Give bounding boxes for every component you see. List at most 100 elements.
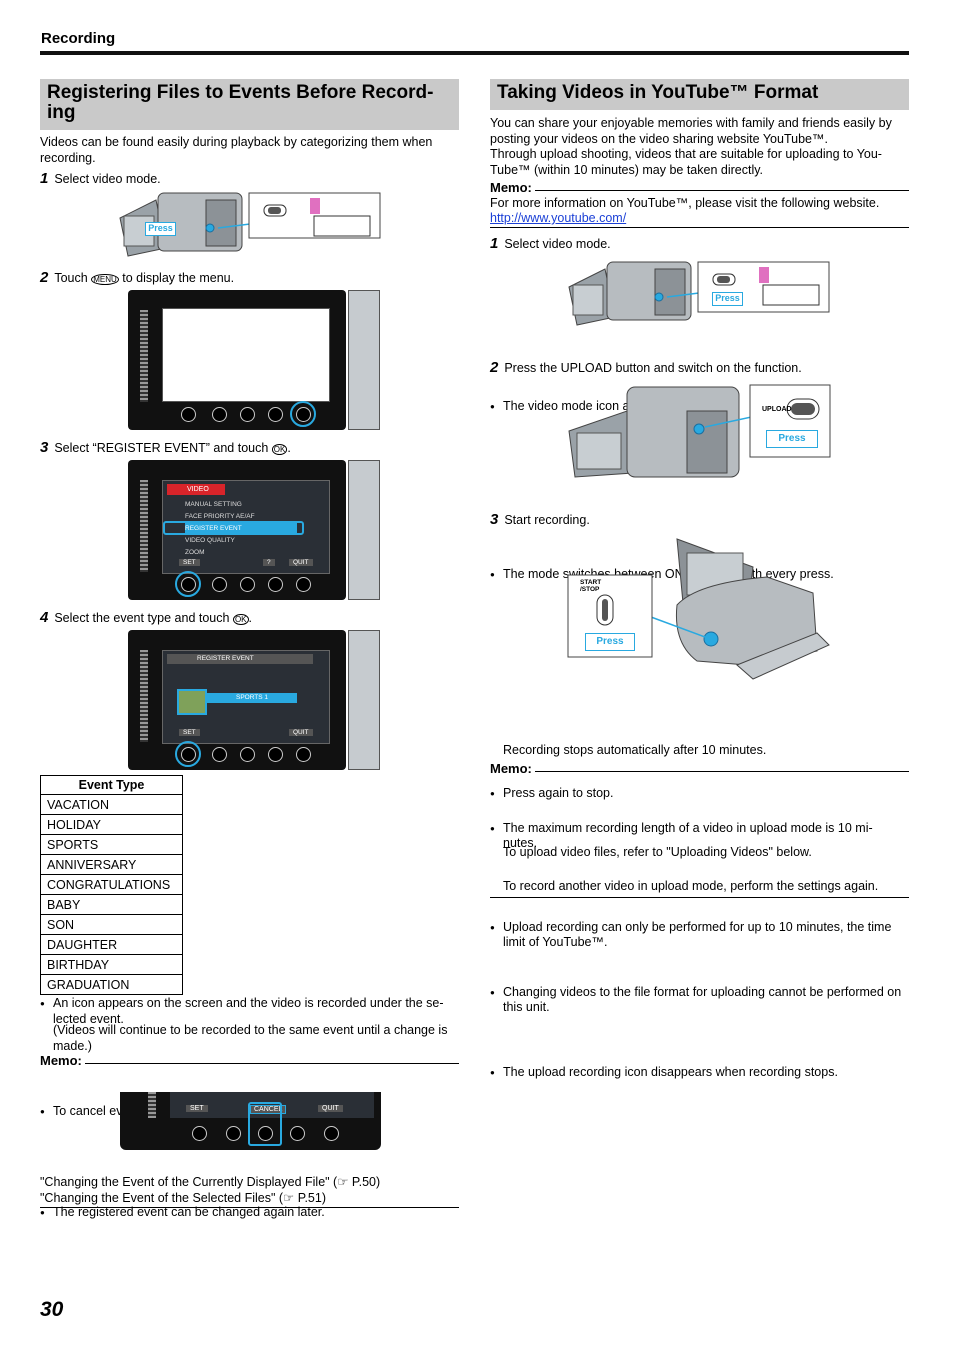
table-row: VACATION (40, 794, 183, 815)
menu-button[interactable] (296, 577, 311, 592)
ref-link-2[interactable]: "Changing the Event of the Selected File… (40, 1191, 326, 1205)
touch-button[interactable] (268, 747, 283, 762)
touch-slider[interactable] (140, 310, 148, 402)
camcorder-record-illustration (567, 538, 830, 680)
right-memo2-1: Upload recording can only be performed f… (490, 920, 909, 951)
step-number: 2 (40, 269, 49, 286)
camcorder-body-side (348, 290, 380, 430)
right-bullet-3: Press again to stop. (490, 786, 922, 802)
startstop-button-label: START /STOP (580, 579, 602, 593)
right-memo-heading: Memo: (490, 180, 909, 195)
cancel-highlight (248, 1102, 282, 1146)
touch-button[interactable] (212, 407, 227, 422)
touch-button[interactable] (290, 1126, 305, 1141)
right-memo2-3b: To record another video in upload mode, … (503, 879, 879, 893)
table-row: ANNIVERSARY (40, 854, 183, 875)
right-memo2-2b: To upload video files, refer to "Uploadi… (503, 845, 812, 859)
table-row: HOLIDAY (40, 814, 183, 835)
youtube-link[interactable]: http://www.youtube.com/ (490, 211, 627, 225)
lcd-cancel-strip: SET CANCEL QUIT (120, 1092, 381, 1150)
menu-button[interactable] (324, 1126, 339, 1141)
cancel-button[interactable]: CANCEL (250, 1105, 287, 1114)
step-text: Select video mode. (54, 172, 161, 186)
event-screen: REGISTER EVENT SPORTS 1 SET QUIT (162, 650, 330, 744)
memo-end-rule (490, 227, 909, 228)
touch-slider[interactable] (148, 1092, 156, 1118)
press-button-label: Press (766, 430, 818, 448)
touch-button[interactable] (240, 407, 255, 422)
section-header: Recording (41, 30, 116, 47)
lcd-screen (162, 308, 330, 402)
menu-screen: VIDEO MANUAL SETTING FACE PRIORITY AE/AF… (162, 480, 330, 574)
menu-item[interactable]: ZOOM (185, 549, 205, 556)
memo-label: Memo: (490, 761, 532, 776)
menu-list: MANUAL SETTING FACE PRIORITY AE/AF REGIS… (185, 499, 297, 559)
touch-button[interactable] (240, 577, 255, 592)
left-section-title: Registering Files to Events Before Recor… (40, 79, 459, 130)
right-memo2-3: The upload recording icon disappears whe… (490, 1065, 909, 1081)
event-icon-selected[interactable] (177, 689, 207, 715)
ok-highlight (175, 741, 201, 767)
left-note-2: The registered event can be changed agai… (40, 1205, 459, 1221)
camcorder-body-side (348, 460, 380, 600)
step-number: 3 (490, 511, 499, 528)
table-row: SON (40, 914, 183, 935)
press-button-label: Press (712, 292, 743, 306)
event-type-table: Event Type VACATION HOLIDAY SPORTS ANNIV… (40, 775, 183, 995)
table-row: BIRTHDAY (40, 954, 183, 975)
right-memo2-2: Changing videos to the file format for u… (490, 985, 909, 1016)
step-number: 2 (490, 359, 499, 376)
touch-button[interactable] (226, 1126, 241, 1141)
quit-button[interactable]: QUIT (289, 559, 313, 566)
right-section-title: Taking Videos in YouTube™ Format (490, 79, 909, 110)
quit-button[interactable]: QUIT (318, 1105, 343, 1112)
menu-header: VIDEO (167, 484, 225, 495)
ok-button[interactable] (192, 1126, 207, 1141)
menu-item[interactable]: VIDEO QUALITY (185, 537, 235, 544)
menu-button[interactable] (296, 747, 311, 762)
event-header: REGISTER EVENT (167, 654, 313, 664)
touch-button[interactable] (268, 577, 283, 592)
ok-button[interactable] (181, 407, 196, 422)
touch-button[interactable] (240, 747, 255, 762)
set-button[interactable]: SET (179, 729, 200, 736)
table-row: BABY (40, 894, 183, 915)
table-row: GRADUATION (40, 974, 183, 995)
step-text: Select video mode. (504, 237, 611, 251)
set-button[interactable]: SET (179, 559, 200, 566)
left-end-rule (40, 1207, 459, 1208)
menu-item[interactable]: MANUAL SETTING (185, 501, 242, 508)
set-button[interactable]: SET (186, 1105, 208, 1112)
page-number: 30 (40, 1298, 64, 1321)
lcd-monitor-event: REGISTER EVENT SPORTS 1 SET QUIT (128, 630, 346, 770)
touch-button[interactable] (268, 407, 283, 422)
ok-highlight (175, 571, 201, 597)
touch-button[interactable] (212, 747, 227, 762)
memo-label: Memo: (490, 180, 532, 195)
touch-button[interactable] (212, 577, 227, 592)
event-selected-label: SPORTS 1 (207, 693, 297, 703)
right-memo2-heading: Memo: (490, 761, 909, 776)
ok-icon: OK (271, 444, 288, 455)
touch-slider[interactable] (140, 480, 148, 572)
cancel-touch-button[interactable] (258, 1126, 273, 1141)
menu-item[interactable]: FACE PRIORITY AE/AF (185, 513, 255, 520)
menu-icon: MENU (91, 274, 119, 285)
right-memo-text: For more information on YouTube™, please… (490, 196, 880, 210)
left-intro: Videos can be found easily during playba… (40, 135, 433, 165)
lcd-monitor-blank (128, 290, 346, 430)
touch-slider[interactable] (140, 650, 148, 742)
camcorder-body-side (348, 630, 380, 770)
table-row: DAUGHTER (40, 934, 183, 955)
cancel-screen: SET CANCEL QUIT (170, 1092, 374, 1118)
help-button[interactable]: ? (263, 559, 275, 566)
press-button-label: Press (585, 633, 635, 651)
quit-button[interactable]: QUIT (289, 729, 313, 736)
ref-link-1[interactable]: "Changing the Event of the Currently Dis… (40, 1175, 381, 1189)
menu-item[interactable]: REGISTER EVENT (185, 523, 297, 535)
